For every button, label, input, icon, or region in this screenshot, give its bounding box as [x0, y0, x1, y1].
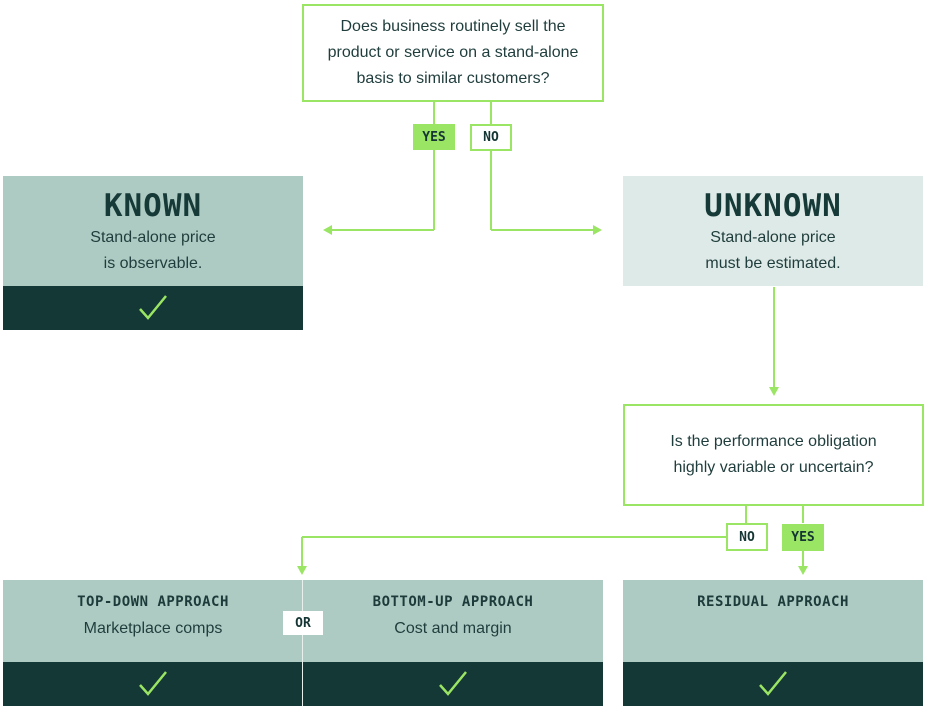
bottomup-sub: Cost and margin: [394, 620, 512, 637]
known-title: KNOWN: [103, 188, 203, 224]
q1-yes-tag: YES: [413, 124, 455, 150]
checkmark-icon: [759, 671, 787, 696]
arrow-down-residual: [798, 566, 808, 575]
known-line2: is observable.: [103, 255, 203, 272]
known-box: KNOWN Stand-alone price is observable.: [3, 176, 303, 286]
residual-title: RESIDUAL APPROACH: [697, 594, 849, 610]
q2-yes-tag: YES: [782, 524, 824, 551]
or-label: OR: [283, 611, 323, 635]
arrow-right-unknown: [593, 225, 602, 235]
arrow-left-known: [323, 225, 332, 235]
question-2-line2: highly variable or uncertain?: [673, 459, 874, 476]
question-1-box: Does business routinely sell the product…: [302, 4, 604, 102]
unknown-title: UNKNOWN: [704, 188, 842, 224]
question-2-line1: Is the performance obligation: [670, 433, 877, 450]
unknown-line2: must be estimated.: [705, 255, 841, 272]
checkmark-icon: [139, 671, 167, 696]
question-2-box: Is the performance obligation highly var…: [623, 404, 924, 506]
approach-left-check-bar: [3, 662, 603, 706]
known-line1: Stand-alone price: [90, 229, 216, 246]
unknown-line1: Stand-alone price: [710, 229, 836, 246]
approach-left-box: TOP-DOWN APPROACH Marketplace comps BOTT…: [3, 580, 603, 662]
known-check-bar: [3, 286, 303, 330]
unknown-box: UNKNOWN Stand-alone price must be estima…: [623, 176, 923, 286]
arrow-down-topdown: [297, 566, 307, 575]
approach-divider: [302, 580, 303, 706]
bottomup-title: BOTTOM-UP APPROACH: [372, 594, 534, 610]
topdown-sub: Marketplace comps: [83, 620, 223, 637]
checkmark-icon: [139, 295, 167, 320]
residual-box: RESIDUAL APPROACH: [623, 580, 923, 662]
arrow-down-q2: [769, 387, 779, 396]
topdown-title: TOP-DOWN APPROACH: [77, 594, 229, 610]
checkmark-icon: [439, 671, 467, 696]
q1-no-tag: NO: [470, 124, 512, 151]
question-1-text: Does business routinely sell the product…: [327, 18, 579, 87]
residual-check-bar: [623, 662, 923, 706]
q2-no-tag: NO: [726, 523, 768, 551]
